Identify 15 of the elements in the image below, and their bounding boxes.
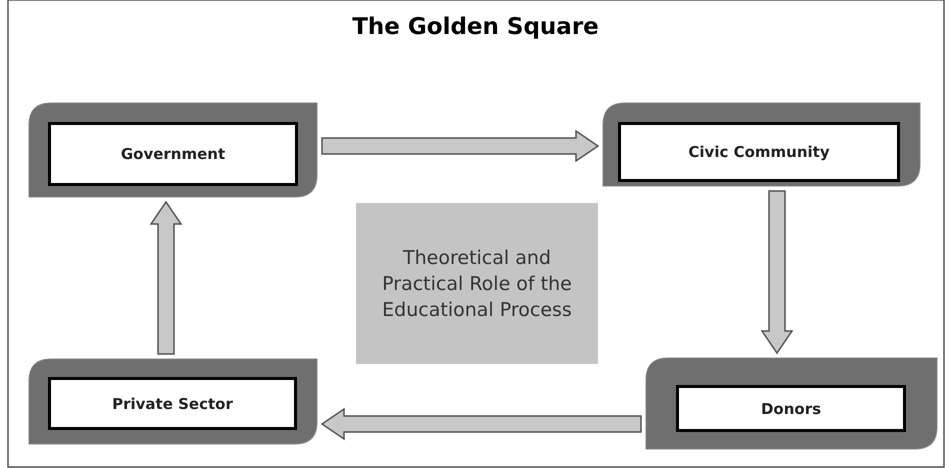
rounded-frame [602, 102, 921, 187]
rounded-frame [645, 357, 938, 450]
rounded-frame [28, 358, 318, 445]
rounded-frame [28, 102, 318, 198]
block-arrow [321, 130, 600, 162]
node-label: Civic Community [618, 122, 900, 182]
panel-text: Theoretical and Practical Role of the Educational Process [381, 246, 573, 322]
node-label: Donors [676, 385, 906, 432]
title: The Golden Square [351, 14, 600, 40]
node-label: Private Sector [48, 377, 297, 430]
block-arrow [760, 190, 794, 354]
central-panel [356, 203, 598, 364]
node-label: Government [48, 122, 298, 186]
block-arrow [320, 408, 642, 440]
block-arrow [150, 200, 182, 355]
